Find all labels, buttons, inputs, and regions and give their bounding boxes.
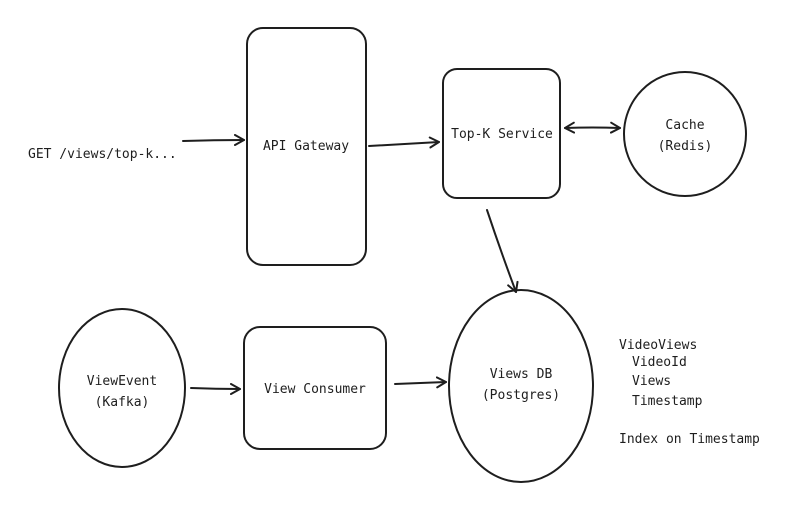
api-gateway-box[interactable]	[246, 27, 367, 266]
view-event-label-line1: ViewEvent	[87, 374, 157, 389]
topk-service-box[interactable]	[442, 68, 561, 199]
view-event-label-line2: (Kafka)	[95, 395, 150, 410]
arrow-request-to-gateway	[182, 134, 245, 147]
arrow-topk-cache-bidirectional	[564, 121, 621, 134]
view-event-node[interactable]	[58, 308, 186, 468]
arrow-topk-to-views-db	[486, 209, 519, 293]
view-consumer-box[interactable]	[243, 326, 387, 450]
views-db-node[interactable]	[448, 289, 594, 483]
schema-note: VideoViews VideoId Views Timestamp Index…	[619, 338, 760, 447]
view-consumer-label: View Consumer	[264, 382, 366, 397]
schema-index-note: Index on Timestamp	[619, 432, 760, 447]
arrow-view-event-to-consumer	[190, 382, 241, 395]
cache-node[interactable]	[623, 71, 747, 197]
schema-column: Views	[632, 374, 671, 389]
cache-label-line2: (Redis)	[658, 139, 713, 154]
request-label: GET /views/top-k...	[28, 147, 177, 162]
schema-table-name: VideoViews	[619, 338, 697, 353]
schema-column: Timestamp	[632, 394, 703, 409]
cache-label-line1: Cache	[665, 118, 704, 133]
api-gateway-label: API Gateway	[263, 139, 349, 154]
views-db-label-line1: Views DB	[490, 367, 553, 382]
schema-column: VideoId	[632, 355, 687, 370]
views-db-label-line2: (Postgres)	[482, 388, 560, 403]
topk-service-label: Top-K Service	[451, 127, 553, 142]
arrow-consumer-to-views-db	[394, 376, 447, 389]
arrow-gateway-to-topk	[368, 136, 440, 149]
